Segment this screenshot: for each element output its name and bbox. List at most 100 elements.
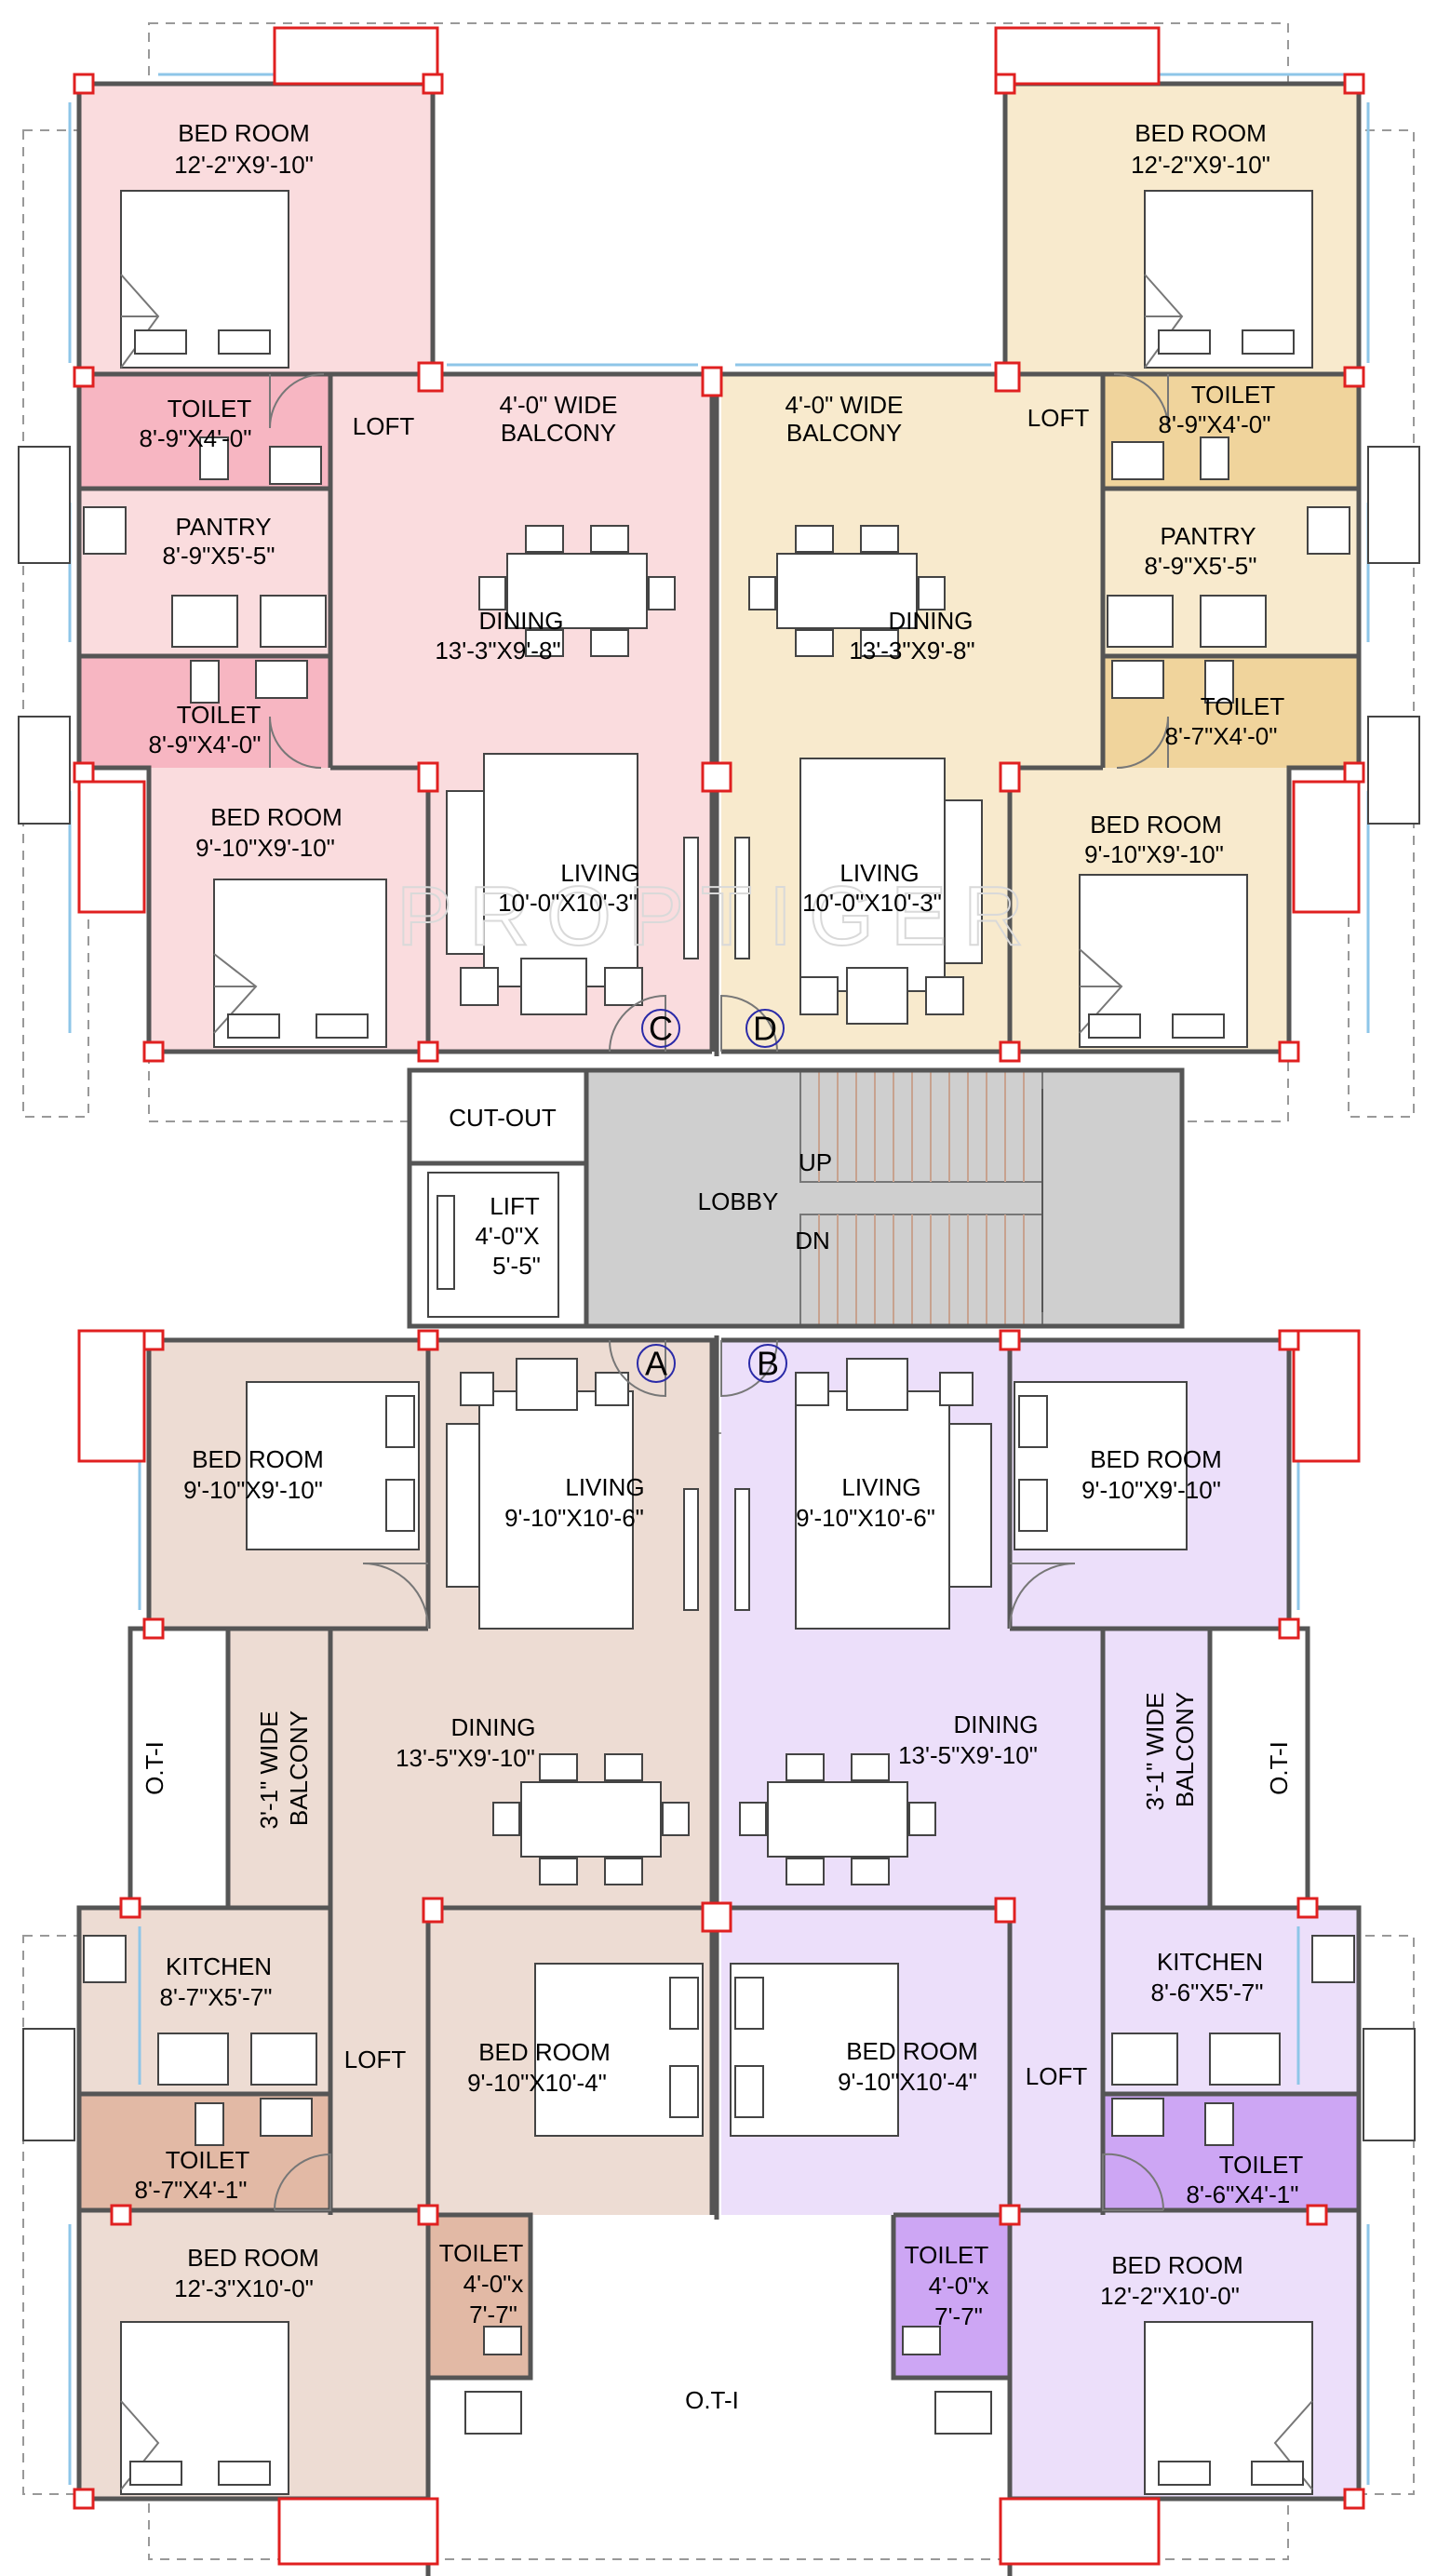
bed: [246, 1381, 420, 1550]
room-size: 13'-5"X9'-10": [898, 1741, 1038, 1769]
lift-car: [427, 1172, 559, 1318]
room-size: 9'-10"X10'-6": [796, 1504, 935, 1532]
flat-d-loft-area: [1005, 374, 1103, 489]
labels-flat-a: BED ROOM 9'-10"X9'-10" LIVING 9'-10"X10'…: [135, 1445, 645, 2328]
balcony-line-2: BALCONY: [285, 1711, 313, 1826]
columns: [73, 73, 1365, 2510]
cut-out-label: CUT-OUT: [449, 1104, 557, 1132]
room-size: 13'-3"X9'-8": [435, 637, 560, 664]
lobby-label: LOBBY: [698, 1187, 779, 1215]
room-name: KITCHEN: [166, 1952, 272, 1980]
room-name: TOILET: [177, 701, 262, 729]
bed: [730, 1963, 899, 2137]
lift-line-1: LIFT: [490, 1192, 540, 1220]
flat-b-oti-area: [1210, 1629, 1308, 1908]
room-size: 9'-10"X9'-10": [195, 834, 335, 862]
room-name: DINING: [889, 607, 974, 635]
room-name: BED ROOM: [187, 2244, 319, 2272]
room-name: TOILET: [1191, 381, 1276, 409]
room-name: BED ROOM: [1090, 811, 1222, 839]
bed: [534, 1963, 704, 2137]
bed: [1144, 190, 1313, 369]
flat-b-dining-area: [721, 1629, 1103, 1908]
flat-b-loft-area: [1010, 1908, 1103, 2215]
room-size: 8'-9"X4'-0": [140, 424, 252, 452]
room-name: LIVING: [560, 859, 639, 887]
sliding-doors: [683, 837, 750, 1611]
room-size: 12'-2"X9'-10": [1131, 151, 1270, 179]
room-size: 12'-3"X10'-0": [174, 2274, 314, 2302]
room-name: DINING: [479, 607, 564, 635]
room-name: BED ROOM: [1090, 1445, 1222, 1473]
room-name: LIVING: [841, 1473, 920, 1501]
balcony-line-1: 3'-1" WIDE: [1141, 1693, 1169, 1811]
flat-b-balcony-area: [1103, 1629, 1210, 1908]
room-size: 13'-5"X9'-10": [396, 1744, 535, 1772]
dining-table: [478, 525, 676, 657]
stair-up-label: UP: [799, 1148, 832, 1176]
sofa: [799, 758, 983, 1025]
flat-a-balcony-area: [228, 1629, 330, 1908]
room-name: LOFT: [1026, 2062, 1088, 2090]
balcony-line-1: 4'-0" WIDE: [786, 391, 904, 419]
room-size: 8'-7"X4'-1": [135, 2176, 248, 2204]
furniture: [18, 26, 1420, 2566]
room-name: DINING: [954, 1711, 1039, 1738]
room-size: 9'-10"X10'-6": [504, 1504, 644, 1532]
room-name: TOILET: [1201, 692, 1285, 720]
flat-c-loft-area: [330, 374, 433, 489]
labels-flat-c: BED ROOM 12'-2"X9'-10" TOILET 8'-9"X4'-0…: [140, 119, 640, 917]
room-name: TOILET: [439, 2239, 524, 2267]
balcony-line-2: BALCONY: [501, 419, 616, 447]
flat-b-marker: B: [757, 1345, 779, 1383]
room-size: 10'-0"X10'-3": [802, 889, 942, 917]
room-size: 8'-7"X5'-7": [160, 1983, 273, 2011]
room-name: PANTRY: [175, 513, 271, 541]
room-name: DINING: [451, 1713, 536, 1741]
dining-table: [739, 1753, 936, 1885]
room-name: LOFT: [353, 412, 415, 440]
flat-markers: C D A B: [637, 1009, 787, 1383]
kitchen-counter: [83, 1935, 317, 2086]
balcony-line-2: BALCONY: [786, 419, 902, 447]
toilet-line-3: 7'-7": [934, 2302, 983, 2330]
sofa: [795, 1358, 992, 1630]
room-name: BED ROOM: [178, 119, 310, 147]
room-name: BED ROOM: [846, 2037, 978, 2065]
lift-line-3: 5'-5": [492, 1252, 541, 1280]
bed: [120, 2321, 289, 2495]
flat-d-marker: D: [753, 1010, 777, 1048]
room-size: 9'-10"X9'-10": [1081, 1476, 1221, 1504]
oti-label: O.T-I: [141, 1741, 168, 1795]
room-size: 8'-9"X5'-5": [163, 542, 275, 570]
bed: [213, 879, 387, 1048]
room-size: 8'-9"X4'-0": [1159, 410, 1271, 438]
kitchen-counter: [1111, 1935, 1355, 2086]
room-size: 13'-3"X9'-8": [849, 637, 974, 664]
room-name: BED ROOM: [192, 1445, 324, 1473]
room-size: 8'-9"X5'-5": [1145, 552, 1257, 580]
room-size: 12'-2"X10'-0": [1100, 2282, 1240, 2310]
watermark-text: PROPTIGER: [396, 870, 1041, 963]
bed: [120, 190, 289, 369]
room-size: 8'-6"X4'-1": [1187, 2180, 1299, 2208]
stair-dn-label: DN: [795, 1227, 830, 1254]
room-size: 8'-7"X4'-0": [1165, 722, 1278, 750]
window-grills: [77, 26, 1361, 2566]
flat-b-marker-circle: [748, 1344, 787, 1383]
sofa: [446, 753, 643, 1015]
room-size: 12'-2"X9'-10": [174, 151, 314, 179]
room-size: 9'-10"X9'-10": [1084, 840, 1224, 868]
room-size: 8'-6"X5'-7": [1151, 1979, 1264, 2006]
side-ledges: [18, 446, 1420, 2141]
toilet-line-3: 7'-7": [469, 2301, 517, 2328]
labels-flat-b: BED ROOM 9'-10"X9'-10" LIVING 9'-10"X10'…: [796, 1445, 1303, 2330]
flat-a-marker: A: [645, 1345, 667, 1383]
flat-d-balcony-area: [721, 374, 1005, 489]
bed: [1144, 2321, 1313, 2495]
flat-a-loft-area: [330, 1908, 428, 2215]
balcony-line-1: 4'-0" WIDE: [500, 391, 618, 419]
room-name: BED ROOM: [210, 803, 342, 831]
room-name: BED ROOM: [1111, 2251, 1243, 2279]
